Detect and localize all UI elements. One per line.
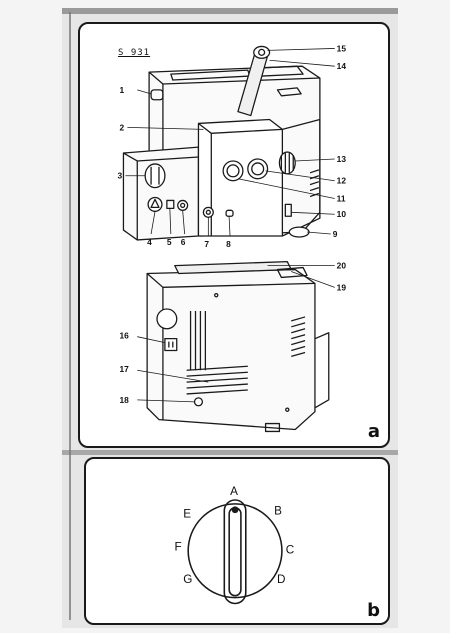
callout-6: 6 xyxy=(181,237,186,247)
callout-9: 9 xyxy=(333,229,338,239)
callout-leaders xyxy=(125,48,335,403)
callout-10: 10 xyxy=(337,209,347,219)
callout-17: 17 xyxy=(119,364,129,374)
selector-dial-diagram: A B C D E F G xyxy=(175,485,295,605)
callout-5: 5 xyxy=(167,237,172,247)
panel-b: A B C D E F G b xyxy=(84,457,390,625)
projector-diagram: 1 2 3 4 5 6 7 8 9 10 11 12 13 14 15 16 1… xyxy=(118,43,347,433)
dial-letter-d: D xyxy=(277,573,285,586)
panel-a-tag: a xyxy=(367,421,380,442)
dial-position-letters: A B C D E F G xyxy=(175,485,295,586)
callout-2: 2 xyxy=(119,122,124,132)
callout-7: 7 xyxy=(204,239,209,249)
projector-rear-view xyxy=(146,261,330,433)
callout-18: 18 xyxy=(119,395,129,405)
callout-20: 20 xyxy=(337,261,347,271)
panel-a: S 931 xyxy=(78,22,390,448)
dial-letter-b: B xyxy=(274,505,282,518)
dial-letter-e: E xyxy=(183,508,191,521)
callout-numbers: 1 2 3 4 5 6 7 8 9 10 11 12 13 14 15 16 1… xyxy=(118,43,347,404)
dial-letter-f: F xyxy=(175,541,182,554)
callout-4: 4 xyxy=(147,237,152,247)
dial-pointer-bar xyxy=(223,499,247,605)
callout-16: 16 xyxy=(119,331,129,341)
dial-letter-a: A xyxy=(230,485,238,498)
callout-15: 15 xyxy=(337,43,347,53)
callout-13: 13 xyxy=(337,154,347,164)
dial-letter-c: C xyxy=(286,544,294,557)
callout-8: 8 xyxy=(226,239,231,249)
selector-dial xyxy=(187,503,283,599)
projector-front-view xyxy=(122,45,321,241)
callout-14: 14 xyxy=(337,61,347,71)
callout-12: 12 xyxy=(337,176,347,186)
callout-1: 1 xyxy=(119,85,124,95)
dial-indicator-dot xyxy=(231,506,239,514)
callout-19: 19 xyxy=(337,282,347,292)
callout-3: 3 xyxy=(118,171,123,181)
dial-letter-g: G xyxy=(183,573,192,586)
model-label: S 931 xyxy=(118,48,151,58)
callout-11: 11 xyxy=(337,193,346,203)
panel-b-tag: b xyxy=(367,600,380,621)
